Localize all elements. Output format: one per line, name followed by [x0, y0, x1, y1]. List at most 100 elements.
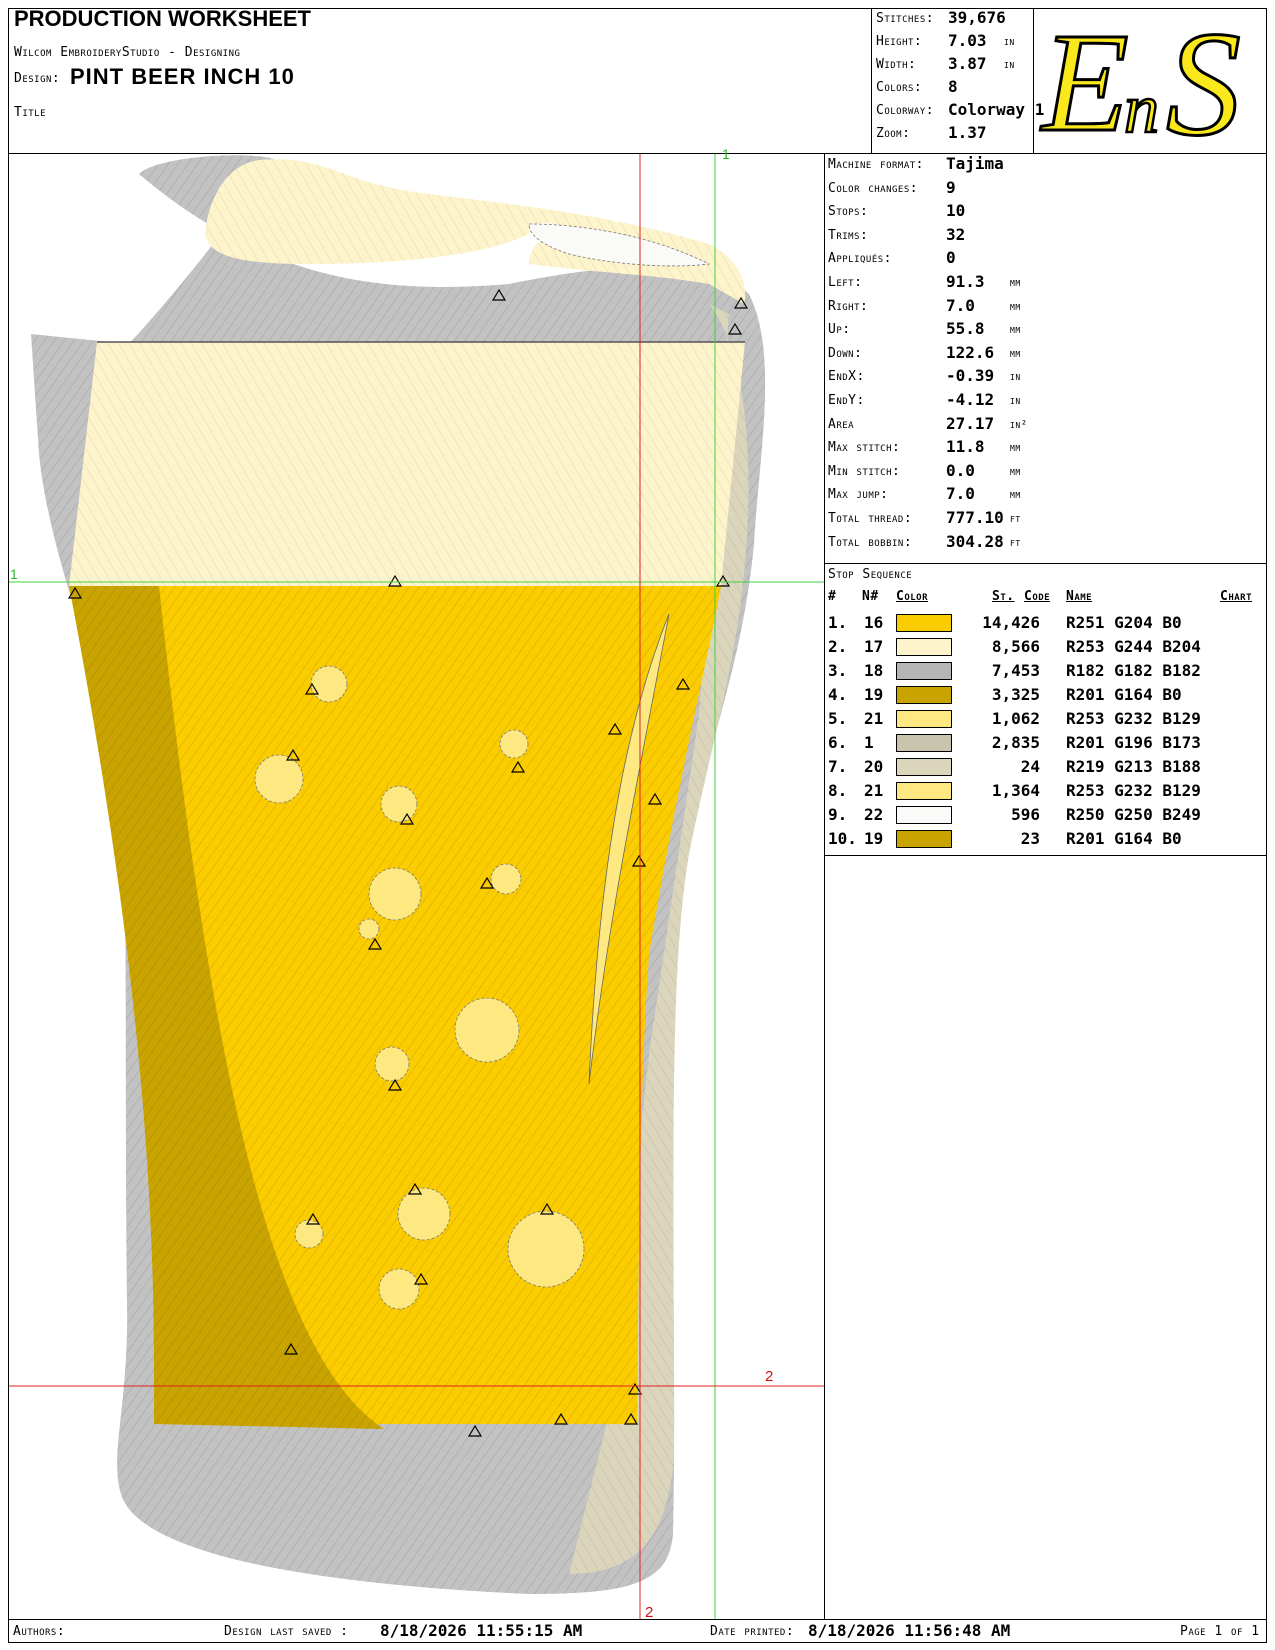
machine-info-label: EndY: — [828, 393, 865, 408]
bubbles — [254, 665, 585, 1310]
machine-info-label: Trims: — [828, 227, 869, 243]
saved-label: Design last saved : — [224, 1624, 349, 1639]
machine-info-value: 304.28 — [946, 531, 1004, 551]
summary-value: 39,676 — [948, 8, 1006, 27]
machine-info-unit: mm — [1010, 323, 1021, 337]
stop-sequence-row: 9. 22 596 R250 G250 B249 — [828, 804, 1264, 828]
machine-info-unit: mm — [1010, 441, 1021, 455]
machine-info-value: 10 — [946, 201, 966, 221]
stop-stitches: 14,426 — [982, 613, 1040, 632]
stop-color-name: R251 G204 B0 — [1066, 613, 1182, 632]
stop-needle: 16 — [864, 613, 884, 632]
machine-info-label: Down: — [828, 345, 863, 361]
stop-num: 9. — [828, 805, 848, 824]
stop-num: 10. — [828, 829, 857, 848]
stop-stitches: 3,325 — [991, 685, 1040, 704]
guide-label-2-bottom: 2 — [645, 1604, 654, 1621]
stop-color-name: R201 G164 B0 — [1066, 829, 1182, 848]
stop-num: 1. — [828, 613, 848, 632]
logo-letter-n: n — [1124, 71, 1159, 148]
stop-stitches: 596 — [1011, 805, 1040, 824]
stop-needle: 18 — [864, 661, 884, 680]
machine-info-value: 7.0 — [946, 295, 975, 315]
col-chart: Chart — [1220, 589, 1253, 604]
stop-num: 3. — [828, 661, 848, 680]
stop-num: 4. — [828, 685, 848, 704]
stop-color-name: R253 G232 B129 — [1066, 709, 1201, 728]
stop-needle: 1 — [864, 733, 874, 752]
design-canvas — [9, 154, 824, 1619]
machine-info-unit: mm — [1010, 299, 1021, 313]
guide-label-1-top: 1 — [722, 146, 730, 162]
stop-needle: 21 — [864, 781, 884, 800]
machine-info-value: 0.0 — [946, 460, 975, 480]
stop-needle: 17 — [864, 637, 884, 656]
machine-info-label: Right: — [828, 298, 869, 314]
design-name: PINT BEER INCH 10 — [70, 64, 295, 89]
stop-needle: 19 — [864, 685, 884, 704]
stop-color-name: R250 G250 B249 — [1066, 805, 1201, 824]
color-swatch — [896, 662, 952, 680]
machine-info-label: Stops: — [828, 204, 869, 220]
machine-info-label: Total bobbin: — [828, 534, 913, 550]
color-swatch — [896, 782, 952, 800]
stop-stitches: 24 — [1020, 757, 1040, 776]
stop-needle: 22 — [864, 805, 884, 824]
guide-label-1-left: 1 — [10, 566, 18, 582]
machine-info-label: Max jump: — [828, 487, 889, 503]
stop-num: 5. — [828, 709, 848, 728]
col-color: Color — [896, 589, 929, 604]
stop-color-name: R182 G182 B182 — [1066, 661, 1201, 680]
stop-markers — [67, 288, 749, 1437]
machine-info-unit: mm — [1010, 346, 1021, 360]
stop-num: 8. — [828, 781, 848, 800]
stop-stitches: 1,062 — [991, 709, 1040, 728]
logo-letter-s: S — [1166, 10, 1241, 152]
machine-info-unit: in² — [1010, 417, 1028, 431]
machine-info-label: Total thread: — [828, 511, 913, 526]
machine-info-value: 777.10 — [946, 508, 1004, 527]
summary-value: 3.87 — [948, 54, 987, 73]
machine-info-unit: in — [1010, 370, 1021, 384]
summary-value: Colorway 1 — [948, 100, 1045, 119]
color-swatch — [896, 638, 952, 656]
printed-value: 8/18/2026 11:56:48 AM — [808, 1621, 1011, 1640]
col-name: Name — [1066, 589, 1093, 604]
stop-num: 7. — [828, 757, 848, 776]
footer-box — [8, 1619, 1267, 1643]
machine-info-value: 55.8 — [946, 319, 985, 339]
machine-info-value: -0.39 — [946, 366, 995, 386]
logo-letter-e: E — [1040, 10, 1129, 152]
stop-needle: 19 — [864, 829, 884, 848]
col-num: # — [828, 589, 837, 604]
worksheet-title: PRODUCTION WORKSHEET — [14, 6, 311, 31]
machine-info-value: 0 — [946, 248, 956, 268]
stop-sequence-row: 3. 18 7,453 R182 G182 B182 — [828, 660, 1264, 684]
machine-info-unit: ft — [1010, 512, 1021, 525]
machine-info-label: Min stitch: — [828, 463, 901, 479]
machine-info-label: Area — [828, 416, 855, 432]
summary-unit: in — [1004, 35, 1015, 48]
stop-stitches: 7,453 — [991, 661, 1040, 680]
machine-info-value: -4.12 — [946, 390, 995, 409]
stop-stitches: 2,835 — [991, 733, 1040, 752]
machine-info-value: 7.0 — [946, 484, 975, 504]
guide-label-2-right: 2 — [765, 1368, 774, 1385]
stop-needle: 20 — [864, 757, 884, 776]
title-label: Title — [14, 105, 47, 120]
stop-stitches: 1,364 — [991, 781, 1040, 800]
machine-info-label: Color changes: — [828, 180, 919, 196]
summary-label: Colors: — [876, 80, 923, 95]
printed-label: Date printed: — [710, 1624, 795, 1639]
machine-info-value: 32 — [946, 224, 966, 244]
color-swatch — [896, 734, 952, 752]
summary-value: 7.03 — [948, 31, 987, 50]
